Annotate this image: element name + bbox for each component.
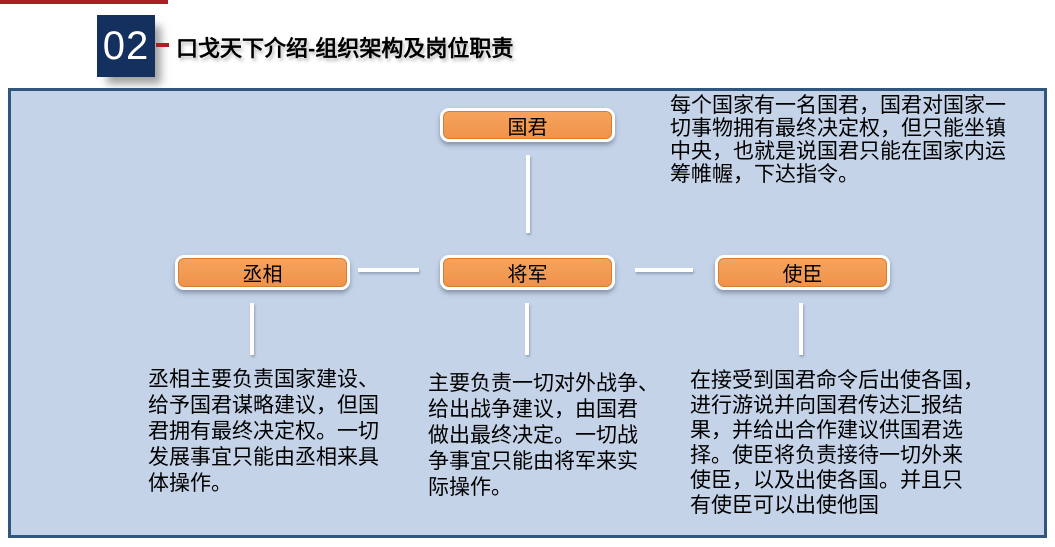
- org-node-envoy-label: 使臣: [782, 264, 823, 286]
- org-node-general: 将军: [440, 255, 615, 290]
- content-panel: 国君 每个国家有一名国君，国君对国家一 切事物拥有最终决定权，但只能坐镇 中央，…: [8, 88, 1047, 538]
- section-number: 02: [102, 24, 150, 68]
- connector-general-envoy: [635, 268, 693, 272]
- org-node-chancellor-description: 丞相主要负责国家建设、 给予国君谋略建议，但国 君拥有最终决定权。一切 发展事宜…: [148, 368, 379, 495]
- connector-root-to-general: [526, 155, 530, 233]
- org-node-envoy-description: 在接受到国君命令后出使各国， 进行游说并向国君传达汇报结 果，并给出合作建议供国…: [690, 369, 984, 517]
- org-node-ruler-label: 国君: [507, 116, 548, 139]
- header-accent-line: [0, 0, 168, 4]
- org-node-general-label: 将军: [507, 264, 548, 286]
- connector-chancellor-description: [250, 303, 254, 355]
- connector-chancellor-general: [358, 268, 419, 272]
- org-node-chancellor: 丞相: [175, 255, 350, 290]
- org-node-chancellor-label: 丞相: [242, 264, 283, 286]
- org-node-ruler: 国君: [440, 108, 615, 142]
- connector-general-description: [525, 303, 529, 355]
- connector-envoy-description: [799, 303, 803, 355]
- org-node-envoy: 使臣: [715, 255, 890, 290]
- header-accent-dash: [156, 43, 169, 47]
- org-node-ruler-description: 每个国家有一名国君，国君对国家一 切事物拥有最终决定权，但只能坐镇 中央，也就是…: [670, 94, 1006, 186]
- org-node-general-description: 主要负责一切对外战争、 给出战争建议，由国君 做出最终决定。一切战 争事宜只能由…: [428, 372, 659, 499]
- page-title: 口戈天下介绍-组织架构及岗位职责: [176, 36, 514, 61]
- section-number-box: 02: [97, 15, 155, 77]
